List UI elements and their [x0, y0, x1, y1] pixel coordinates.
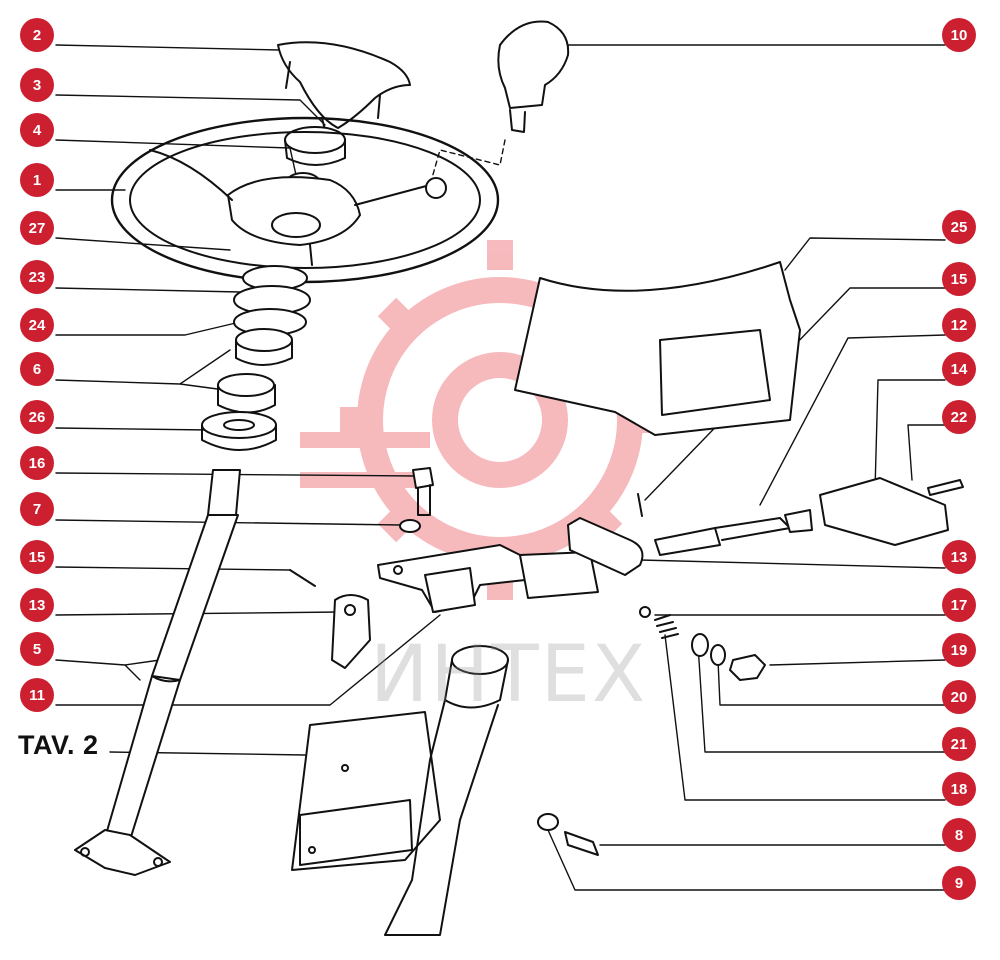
callout-21[interactable]: 21	[942, 727, 976, 761]
bolt-and-washer	[537, 813, 599, 856]
lever-left	[331, 594, 371, 669]
support-plate	[291, 711, 441, 871]
callout-20[interactable]: 20	[942, 680, 976, 714]
lever-right	[567, 517, 644, 576]
callout-18[interactable]: 18	[942, 772, 976, 806]
callout-23[interactable]: 23	[20, 260, 54, 294]
callout-22[interactable]: 22	[942, 400, 976, 434]
leader-lines-right	[431, 44, 946, 891]
callout-15-left[interactable]: 15	[20, 540, 54, 574]
detent-spring	[654, 614, 679, 639]
plate-label: TAV. 2	[18, 730, 99, 760]
steering-column	[74, 469, 241, 876]
flat-washer	[691, 633, 709, 657]
spinner-knob	[497, 20, 570, 133]
callout-1[interactable]: 1	[20, 163, 54, 197]
bolt	[412, 467, 434, 516]
callout-4[interactable]: 4	[20, 113, 54, 147]
roll-pin-right	[637, 493, 643, 517]
callout-3[interactable]: 3	[20, 68, 54, 102]
callout-15-right[interactable]: 15	[942, 262, 976, 296]
callout-14[interactable]: 14	[942, 352, 976, 386]
callout-5[interactable]: 5	[20, 632, 54, 666]
callout-17[interactable]: 17	[942, 588, 976, 622]
lever-shaft	[654, 509, 813, 556]
callout-12[interactable]: 12	[942, 308, 976, 342]
detent-ball	[639, 606, 651, 618]
column-spacer-stack	[201, 265, 311, 451]
callout-16[interactable]: 16	[20, 446, 54, 480]
callout-8[interactable]: 8	[942, 818, 976, 852]
callout-7[interactable]: 7	[20, 492, 54, 526]
callout-10[interactable]: 10	[942, 18, 976, 52]
roll-pin-left	[289, 569, 316, 587]
column-tube	[384, 645, 509, 936]
callout-19[interactable]: 19	[942, 633, 976, 667]
callout-27[interactable]: 27	[20, 211, 54, 245]
callout-25[interactable]: 25	[942, 210, 976, 244]
callout-13-right[interactable]: 13	[942, 540, 976, 574]
screw	[927, 479, 964, 496]
horn-pad	[277, 41, 411, 131]
callout-11[interactable]: 11	[20, 678, 54, 712]
hex-bolt	[729, 654, 766, 681]
steering-wheel	[110, 116, 500, 284]
watermark-text: ИНТЕХ	[370, 630, 648, 720]
lock-handle	[819, 477, 949, 546]
callout-13-left[interactable]: 13	[20, 588, 54, 622]
callout-6[interactable]: 6	[20, 352, 54, 386]
callout-2[interactable]: 2	[20, 18, 54, 52]
mounting-bracket	[377, 544, 599, 613]
callout-9[interactable]: 9	[942, 866, 976, 900]
column-cover	[514, 261, 801, 436]
washer	[399, 519, 421, 533]
callout-24[interactable]: 24	[20, 308, 54, 342]
lock-washer	[710, 644, 726, 666]
callout-26[interactable]: 26	[20, 400, 54, 434]
